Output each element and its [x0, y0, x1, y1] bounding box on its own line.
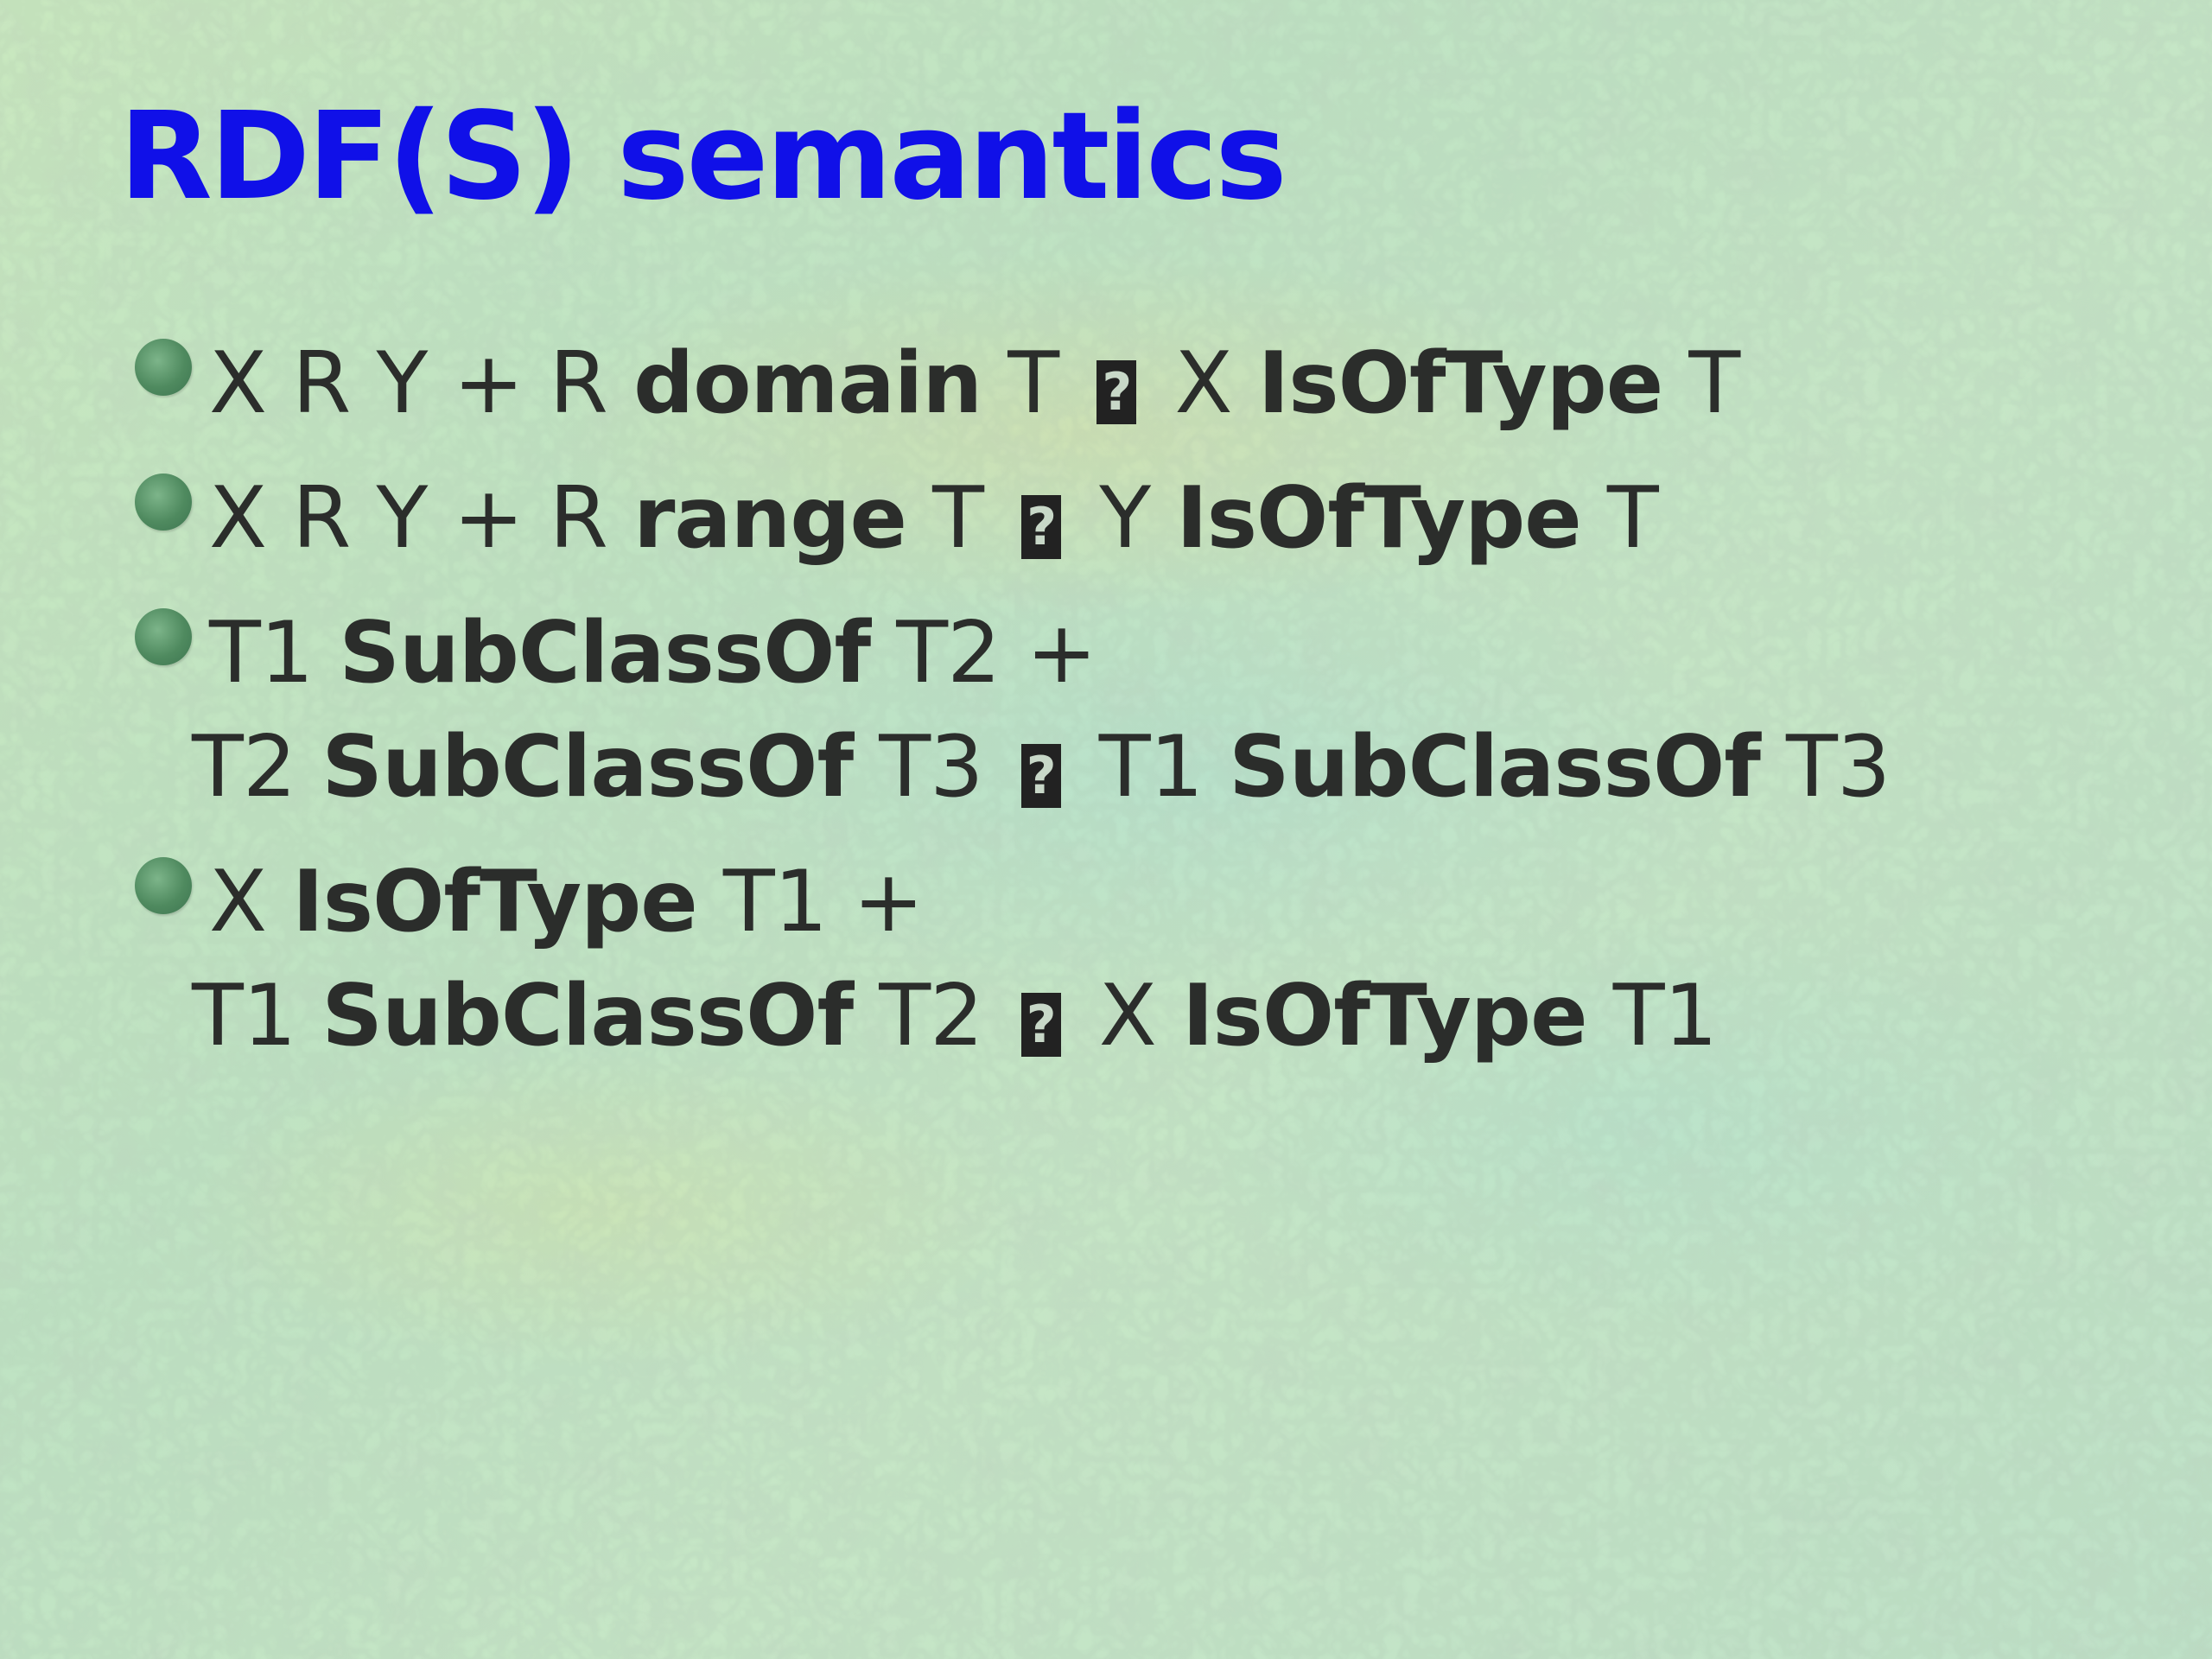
bullet-line-continuation: T2 SubClassOf T3 [?] T1 SubClassOf T3: [192, 710, 2117, 824]
statement-text: T2 +: [870, 604, 1096, 702]
slide-title: RDF(S) semantics: [119, 86, 1287, 227]
keyword-text: domain: [633, 334, 982, 433]
green-circle-bullet-icon: [135, 608, 192, 665]
green-circle-bullet-icon: [135, 857, 192, 914]
statement-text: T: [906, 469, 1010, 568]
bullet-item: X IsOfType T1 +T1 SubClassOf T2 [?] X Is…: [130, 845, 2117, 1073]
bullet-line: X IsOfType T1 +: [209, 853, 924, 951]
keyword-text: IsOfType: [1257, 334, 1663, 433]
keyword-text: IsOfType: [292, 853, 697, 951]
bullet-item: X R Y + R domain T [?] X IsOfType T: [130, 327, 2117, 441]
missing-glyph-box-icon: [?]: [1020, 993, 1061, 1057]
statement-text: T2: [853, 967, 1009, 1065]
keyword-text: range: [633, 469, 907, 568]
statement-text: T3: [1759, 718, 1891, 817]
statement-text: T: [982, 334, 1085, 433]
missing-glyph-box-icon: [?]: [1020, 744, 1061, 808]
statement-text: T2: [192, 718, 322, 817]
bullet-list: X R Y + R domain T [?] X IsOfType TX R Y…: [130, 327, 2117, 1094]
green-circle-bullet-icon: [135, 474, 192, 531]
statement-text: T1: [209, 604, 340, 702]
statement-text: X R Y + R: [209, 469, 634, 568]
statement-text: T3: [853, 718, 1009, 817]
statement-text: T1: [192, 967, 322, 1065]
keyword-text: IsOfType: [1176, 469, 1581, 568]
missing-glyph-box-icon: [?]: [1096, 360, 1137, 424]
missing-glyph-box-icon: [?]: [1021, 495, 1062, 559]
bullet-line: T1 SubClassOf T2 +: [209, 604, 1097, 702]
bullet-line: X R Y + R range T [?] Y IsOfType T: [209, 469, 1659, 568]
statement-text: X: [1148, 334, 1258, 433]
statement-text: T1: [1586, 967, 1718, 1065]
statement-text: X: [1072, 967, 1183, 1065]
keyword-text: SubClassOf: [321, 718, 854, 817]
statement-text: X R Y + R: [209, 334, 634, 433]
bullet-line-continuation: T1 SubClassOf T2 [?] X IsOfType T1: [192, 959, 2117, 1073]
statement-text: T: [1580, 469, 1659, 568]
statement-text: T1: [1072, 718, 1230, 817]
keyword-text: SubClassOf: [339, 604, 871, 702]
green-circle-bullet-icon: [135, 339, 192, 396]
keyword-text: IsOfType: [1182, 967, 1587, 1065]
statement-text: Y: [1073, 469, 1177, 568]
statement-text: X: [209, 853, 293, 951]
keyword-text: SubClassOf: [1229, 718, 1761, 817]
statement-text: T: [1662, 334, 1740, 433]
bullet-item: X R Y + R range T [?] Y IsOfType T: [130, 461, 2117, 575]
keyword-text: SubClassOf: [321, 967, 854, 1065]
bullet-item: T1 SubClassOf T2 +T2 SubClassOf T3 [?] T…: [130, 596, 2117, 824]
bullet-line: X R Y + R domain T [?] X IsOfType T: [209, 334, 1740, 433]
statement-text: T1 +: [696, 853, 924, 951]
